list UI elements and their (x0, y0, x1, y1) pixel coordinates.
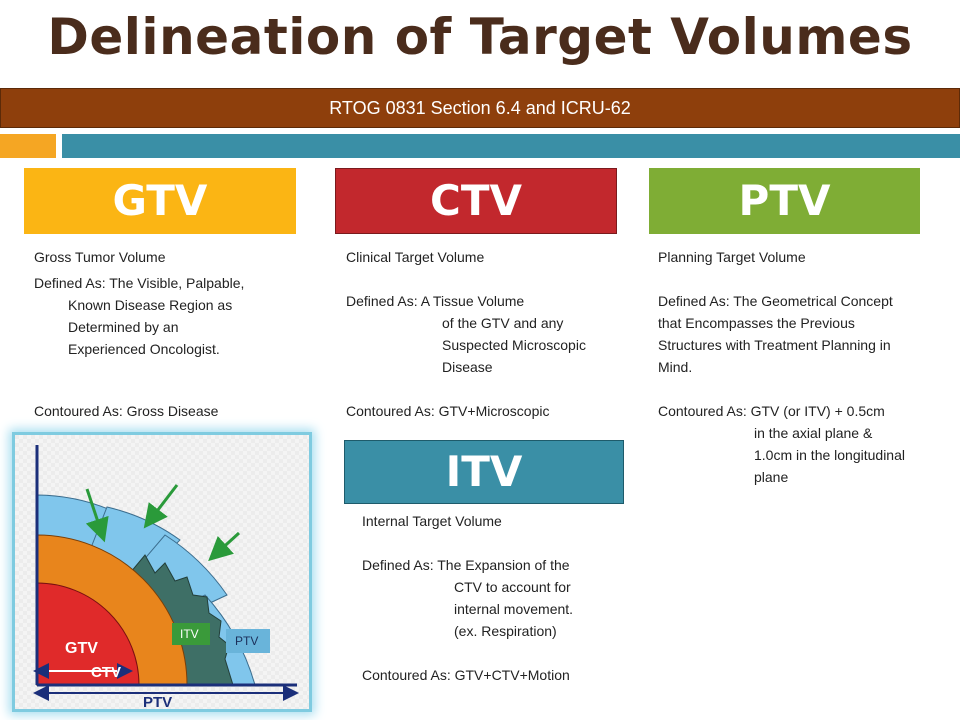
itv-description: Internal Target Volume Defined As: The E… (362, 510, 573, 686)
diagram-label-ptv-box: PTV (235, 634, 258, 648)
accent-strip-orange (0, 134, 56, 158)
ctv-defined-line2: of the GTV and any (442, 315, 564, 331)
arrow-icon (208, 531, 241, 562)
ptv-heading: PTV (649, 168, 920, 234)
target-volume-diagram: GTV CTV PTV ITV PTV (12, 432, 312, 712)
ptv-contoured-line3: 1.0cm in the longitudinal (754, 447, 905, 463)
ptv-defined-line3: Structures with Treatment Planning in (658, 337, 891, 353)
itv-name: Internal Target Volume (362, 513, 502, 529)
gtv-contoured: Contoured As: Gross Disease (34, 403, 219, 419)
diagram-svg: GTV CTV PTV ITV PTV (15, 435, 309, 711)
diagram-label-ptv: PTV (143, 694, 172, 709)
ptv-defined-line1: Defined As: The Geometrical Concept (658, 293, 893, 309)
accent-strip-teal (62, 134, 960, 158)
diagram-label-gtv: GTV (65, 640, 98, 657)
diagram-label-ctv: CTV (91, 664, 121, 681)
ctv-defined-line1: Defined As: A Tissue Volume (346, 293, 525, 309)
itv-contoured: Contoured As: GTV+CTV+Motion (362, 667, 570, 683)
ctv-description: Clinical Target Volume Defined As: A Tis… (346, 246, 586, 422)
ptv-description: Planning Target Volume Defined As: The G… (658, 246, 905, 488)
ptv-contoured-line2: in the axial plane & (754, 425, 873, 441)
itv-heading: ITV (344, 440, 624, 504)
ptv-defined-line4: Mind. (658, 359, 693, 375)
ctv-name: Clinical Target Volume (346, 249, 485, 265)
ctv-heading: CTV (335, 168, 617, 234)
itv-defined-line2: CTV to account for (454, 579, 571, 595)
gtv-heading: GTV (24, 168, 296, 234)
gtv-defined-line4: Experienced Oncologist. (68, 341, 220, 357)
gtv-name: Gross Tumor Volume (34, 249, 166, 265)
itv-defined-line1: Defined As: The Expansion of the (362, 557, 570, 573)
itv-label-box (172, 623, 210, 645)
arrow-icon (143, 484, 179, 529)
ctv-contoured: Contoured As: GTV+Microscopic (346, 403, 550, 419)
gtv-defined-line1: Defined As: The Visible, Palpable, (34, 275, 245, 291)
gtv-defined-line2: Known Disease Region as (68, 297, 233, 313)
itv-defined-line4: (ex. Respiration) (454, 623, 557, 639)
itv-defined-line3: internal movement. (454, 601, 574, 617)
gtv-region (36, 582, 140, 686)
ptv-contoured-line4: plane (754, 469, 789, 485)
ptv-label-box (226, 629, 270, 653)
gtv-defined-line3: Determined by an (68, 319, 179, 335)
ptv-defined-line2: that Encompasses the Previous (658, 315, 855, 331)
arrow-icon (85, 488, 109, 543)
ctv-defined-line4: Disease (442, 359, 493, 375)
ptv-contoured-line1: Contoured As: GTV (or ITV) + 0.5cm (658, 403, 885, 419)
page-title: Delineation of Target Volumes (47, 8, 913, 66)
ctv-defined-line3: Suspected Microscopic (442, 337, 586, 353)
ptv-name: Planning Target Volume (658, 249, 806, 265)
gtv-description: Gross Tumor Volume Defined As: The Visib… (34, 246, 244, 422)
diagram-label-itv: ITV (180, 627, 199, 641)
subtitle-banner: RTOG 0831 Section 6.4 and ICRU-62 (0, 88, 960, 128)
